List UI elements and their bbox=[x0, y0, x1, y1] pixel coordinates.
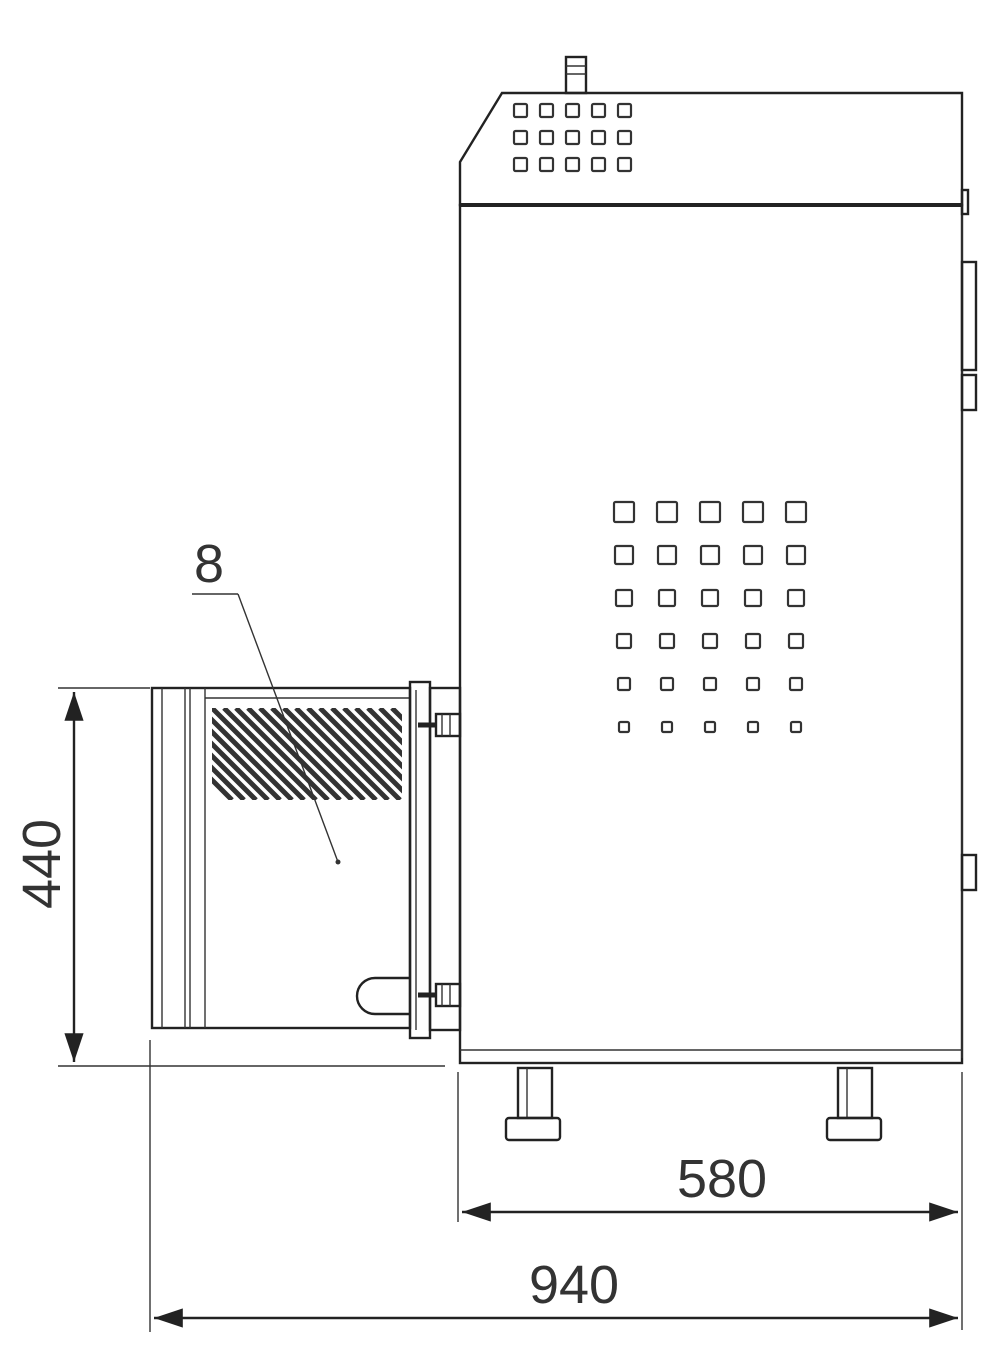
vent-hole bbox=[743, 588, 763, 608]
mounting-frame bbox=[408, 680, 432, 1040]
top-connector bbox=[564, 55, 588, 95]
vent-hole bbox=[613, 544, 635, 566]
vent-hole bbox=[612, 500, 636, 524]
vent-hole bbox=[745, 676, 761, 692]
vent-hole bbox=[700, 588, 720, 608]
vent-hole bbox=[789, 720, 803, 734]
grille-slat bbox=[476, 708, 568, 800]
grille-slat bbox=[342, 708, 402, 770]
grille-slat bbox=[294, 708, 390, 800]
vent-hole bbox=[590, 102, 607, 119]
vent-hole bbox=[655, 500, 679, 524]
vent-hole bbox=[538, 156, 555, 173]
vent-hole bbox=[699, 544, 721, 566]
vent-hole bbox=[616, 676, 632, 692]
grille-slat bbox=[330, 708, 402, 782]
vent-hole bbox=[703, 720, 717, 734]
vent-hole bbox=[746, 720, 760, 734]
dimension-overall-width-label: 940 bbox=[529, 1255, 619, 1315]
vent-hole bbox=[657, 588, 677, 608]
vent-hole bbox=[512, 102, 529, 119]
vent-hole bbox=[538, 129, 555, 146]
latch-upper bbox=[960, 373, 978, 412]
bolt-upper bbox=[418, 712, 462, 738]
side-unit-grille bbox=[212, 708, 580, 800]
vent-hole bbox=[741, 500, 765, 524]
dimension-cabinet-width-label: 580 bbox=[677, 1149, 767, 1209]
callout-label: 8 bbox=[194, 534, 224, 594]
vent-hole bbox=[512, 156, 529, 173]
grille-slat bbox=[212, 764, 246, 800]
dimension-overall-width: 940 bbox=[149, 1040, 958, 1332]
grille-slat bbox=[246, 708, 342, 800]
vent-hole bbox=[785, 544, 807, 566]
grille-slat bbox=[222, 708, 318, 800]
grille-slat bbox=[488, 708, 580, 800]
vent-hole bbox=[564, 129, 581, 146]
hood-vent-grid bbox=[512, 102, 633, 173]
vent-hole bbox=[784, 500, 808, 524]
vent-hole bbox=[702, 676, 718, 692]
grille-slat bbox=[258, 708, 354, 800]
vent-hole bbox=[659, 676, 675, 692]
vent-hole bbox=[590, 129, 607, 146]
vent-hole bbox=[658, 632, 676, 650]
grille-slat bbox=[452, 708, 544, 800]
grille-slat bbox=[234, 708, 330, 800]
vent-hole bbox=[614, 588, 634, 608]
cabinet bbox=[458, 55, 978, 1065]
vent-hole bbox=[787, 632, 805, 650]
vent-hole bbox=[786, 588, 806, 608]
grille-slat bbox=[318, 708, 402, 794]
vent-hole bbox=[701, 632, 719, 650]
vent-hole bbox=[744, 632, 762, 650]
dimension-height-label: 440 bbox=[12, 819, 72, 909]
grille-slat bbox=[378, 708, 402, 734]
dimension-height: 440 bbox=[12, 687, 445, 1067]
top-right-tab bbox=[960, 188, 970, 216]
grille-slat bbox=[464, 708, 556, 800]
grille-slat bbox=[354, 708, 402, 758]
grille-slat bbox=[212, 728, 282, 800]
grille-slat bbox=[440, 708, 532, 800]
vent-hole bbox=[660, 720, 674, 734]
cabinet-top-hood bbox=[458, 91, 964, 207]
grille-slat bbox=[366, 708, 402, 746]
grille-slat bbox=[212, 708, 306, 800]
vent-hole bbox=[564, 156, 581, 173]
vent-hole bbox=[656, 544, 678, 566]
vent-hole bbox=[564, 102, 581, 119]
grille-slat bbox=[212, 752, 258, 800]
vent-hole bbox=[742, 544, 764, 566]
latch-lower bbox=[960, 853, 978, 892]
grille-slat bbox=[212, 776, 234, 800]
vent-hole bbox=[616, 129, 633, 146]
vent-hole bbox=[512, 129, 529, 146]
vent-hole bbox=[615, 632, 633, 650]
vent-hole bbox=[698, 500, 722, 524]
foot-left bbox=[504, 1066, 562, 1142]
bolt-lower bbox=[418, 982, 462, 1008]
body-vent-grid bbox=[612, 500, 808, 734]
grille-slat bbox=[212, 716, 294, 800]
grille-slat bbox=[306, 708, 402, 800]
grille-slat bbox=[282, 708, 378, 800]
vent-hole bbox=[616, 102, 633, 119]
callout-8: 8 bbox=[192, 534, 341, 865]
grille-slat bbox=[212, 740, 270, 800]
grille-slat bbox=[270, 708, 366, 800]
dimension-cabinet-width: 580 bbox=[457, 1072, 963, 1330]
side-unit-handle bbox=[355, 976, 410, 1016]
vent-hole bbox=[590, 156, 607, 173]
vent-hole bbox=[538, 102, 555, 119]
side-unit bbox=[150, 680, 580, 1040]
vent-hole bbox=[616, 156, 633, 173]
foot-right bbox=[825, 1066, 883, 1142]
vent-hole bbox=[788, 676, 804, 692]
vent-hole bbox=[617, 720, 631, 734]
hinge-upper bbox=[960, 260, 978, 372]
grille-slat bbox=[390, 708, 402, 722]
